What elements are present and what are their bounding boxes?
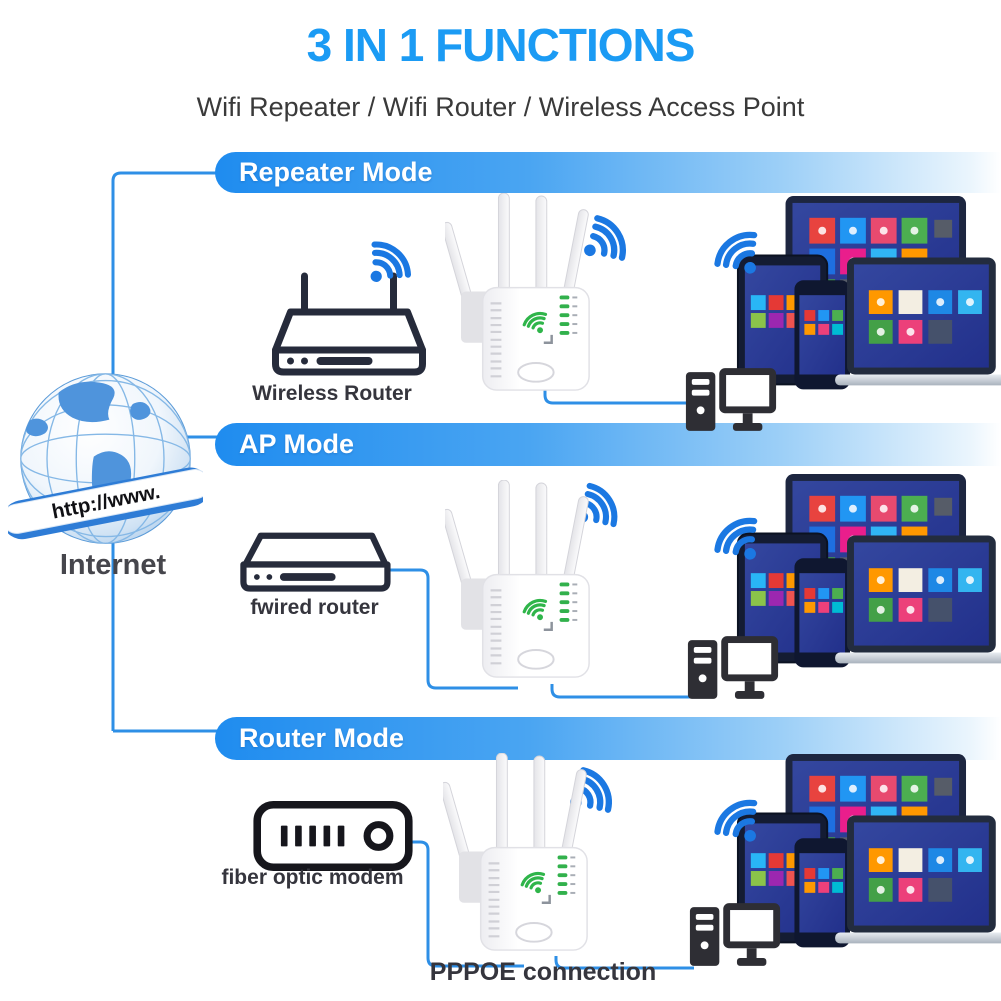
- wired-router-label: fwired router: [250, 596, 379, 619]
- wired-router-icon: [240, 532, 391, 592]
- internet-label: Internet: [59, 549, 167, 581]
- desktop-pc-icon: [685, 368, 777, 431]
- repeater-mode-bar: Repeater Mode: [215, 152, 1001, 193]
- wireless-router-icon: [272, 272, 426, 376]
- desktop-pc-icon: [689, 903, 781, 966]
- wifi-repeater-device: [445, 480, 613, 682]
- wireless-router-label: Wireless Router: [252, 382, 412, 405]
- internet-globe-icon: http://www.: [8, 373, 203, 544]
- page-subtitle: Wifi Repeater / Wifi Router / Wireless A…: [196, 92, 805, 122]
- wifi-repeater-device: [445, 193, 613, 395]
- fiber-modem-label: fiber optic modem: [221, 866, 404, 889]
- fiber-modem-icon: [253, 800, 413, 872]
- page-title: 3 IN 1 FUNCTIONS: [306, 19, 696, 71]
- pppoe-connection-label: PPPOE connection: [429, 958, 657, 986]
- router-mode-bar: Router Mode: [215, 717, 1001, 760]
- repeater-mode-label: Repeater Mode: [239, 157, 433, 187]
- ap-mode-label: AP Mode: [239, 429, 355, 459]
- router-mode-label: Router Mode: [239, 723, 404, 753]
- ap-mode-bar: AP Mode: [215, 423, 1001, 466]
- wifi-repeater-device: [443, 753, 611, 955]
- desktop-pc-icon: [687, 636, 779, 699]
